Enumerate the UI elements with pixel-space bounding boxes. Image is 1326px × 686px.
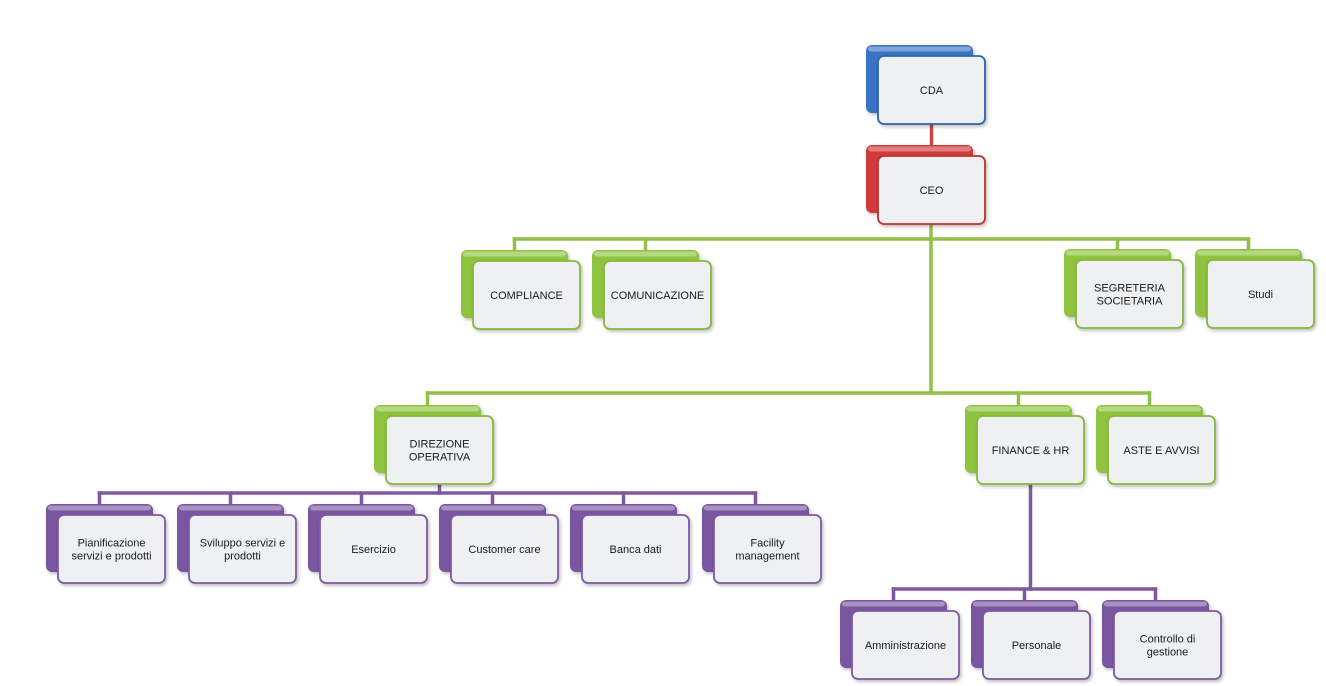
node-label-line: Pianificazione (78, 538, 146, 550)
node-label-line: CEO (920, 185, 944, 197)
node-banca[interactable]: Banca dati (570, 504, 690, 584)
node-front-card (1113, 610, 1222, 680)
node-front-card (581, 514, 690, 584)
node-label: Personale (1012, 640, 1062, 652)
node-cda[interactable]: CDA (866, 45, 986, 125)
node-front-card (976, 415, 1085, 485)
node-front-card (1075, 259, 1184, 329)
node-label: COMPLIANCE (490, 290, 563, 302)
node-front-card (188, 514, 297, 584)
node-front-card (603, 260, 712, 330)
node-label-line: Customer care (468, 544, 540, 556)
node-finance[interactable]: FINANCE & HR (965, 405, 1085, 485)
node-front-card (319, 514, 428, 584)
node-back-highlight (376, 406, 479, 412)
node-back-highlight (48, 505, 151, 511)
node-front-card (57, 514, 166, 584)
node-back-highlight (1066, 250, 1169, 256)
node-back-highlight (1098, 406, 1201, 412)
node-front-card (1206, 259, 1315, 329)
node-label: Customer care (468, 544, 540, 556)
node-front-card (877, 155, 986, 225)
node-label-line: Esercizio (351, 544, 396, 556)
node-ceo[interactable]: CEO (866, 145, 986, 225)
node-front-card (851, 610, 960, 680)
node-label-line: SEGRETERIA (1094, 283, 1166, 295)
node-back-highlight (704, 505, 807, 511)
node-front-card (877, 55, 986, 125)
node-label-line: Amministrazione (865, 640, 946, 652)
node-label-line: gestione (1147, 647, 1189, 659)
node-label: COMUNICAZIONE (611, 290, 705, 302)
node-label-line: servizi e prodotti (71, 551, 151, 563)
node-label-line: management (735, 551, 799, 563)
node-back-highlight (310, 505, 413, 511)
node-front-card (450, 514, 559, 584)
node-label-line: Personale (1012, 640, 1062, 652)
node-label: CDA (920, 85, 944, 97)
node-label-line: prodotti (224, 551, 261, 563)
node-label: FINANCE & HR (992, 445, 1070, 457)
node-back-highlight (1197, 250, 1300, 256)
node-label: ASTE E AVVISI (1123, 445, 1199, 457)
node-back-highlight (967, 406, 1070, 412)
node-front-card (472, 260, 581, 330)
node-back-highlight (868, 46, 971, 52)
node-comunicazione[interactable]: COMUNICAZIONE (592, 250, 712, 330)
node-label-line: COMUNICAZIONE (611, 290, 705, 302)
node-label: CEO (920, 185, 944, 197)
node-back-highlight (572, 505, 675, 511)
node-label-line: OPERATIVA (409, 452, 471, 464)
node-customer[interactable]: Customer care (439, 504, 559, 584)
node-back-highlight (842, 601, 945, 607)
node-studi[interactable]: Studi (1195, 249, 1315, 329)
node-label-line: Controllo di (1140, 634, 1196, 646)
node-personale[interactable]: Personale (971, 600, 1091, 680)
node-compliance[interactable]: COMPLIANCE (461, 250, 581, 330)
node-back-highlight (594, 251, 697, 257)
node-front-card (385, 415, 494, 485)
node-back-highlight (179, 505, 282, 511)
node-esercizio[interactable]: Esercizio (308, 504, 428, 584)
node-label-line: Facility (750, 538, 785, 550)
node-label-line: Sviluppo servizi e (200, 538, 286, 550)
node-back-highlight (1104, 601, 1207, 607)
node-label: Banca dati (610, 544, 662, 556)
node-back-highlight (868, 146, 971, 152)
node-label-line: COMPLIANCE (490, 290, 563, 302)
node-label-line: Studi (1248, 289, 1273, 301)
node-amministrazione[interactable]: Amministrazione (840, 600, 960, 680)
node-back-highlight (463, 251, 566, 257)
node-label-line: CDA (920, 85, 944, 97)
node-label-line: ASTE E AVVISI (1123, 445, 1199, 457)
node-label: Amministrazione (865, 640, 946, 652)
node-label: Studi (1248, 289, 1273, 301)
node-label-line: DIREZIONE (410, 439, 470, 451)
node-back-highlight (441, 505, 544, 511)
node-front-card (982, 610, 1091, 680)
connectors (97, 122, 1251, 604)
node-label-line: SOCIETARIA (1097, 296, 1163, 308)
node-label: Esercizio (351, 544, 396, 556)
node-front-card (1107, 415, 1216, 485)
node-back-highlight (973, 601, 1076, 607)
node-label-line: FINANCE & HR (992, 445, 1070, 457)
node-label-line: Banca dati (610, 544, 662, 556)
node-aste[interactable]: ASTE E AVVISI (1096, 405, 1216, 485)
node-front-card (713, 514, 822, 584)
